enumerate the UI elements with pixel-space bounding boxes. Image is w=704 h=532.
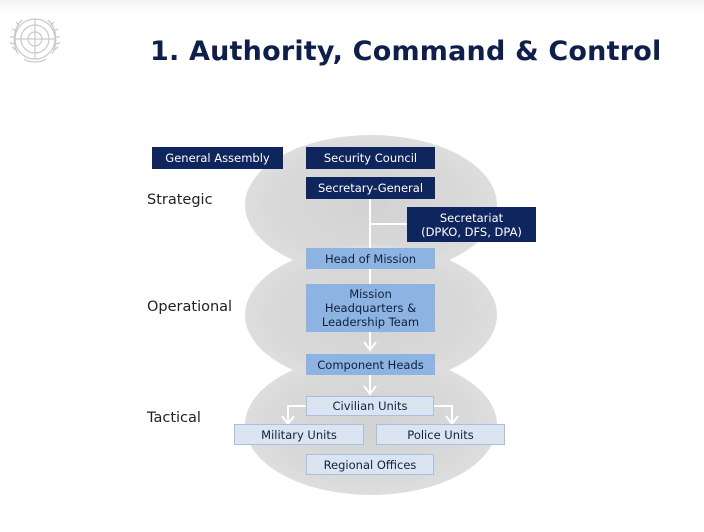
secretariat-label-line1: Secretariat xyxy=(439,210,504,225)
mission-hq-label-line1: Mission xyxy=(349,287,392,301)
police-units-box: Police Units xyxy=(376,424,505,445)
military-units-label: Military Units xyxy=(261,427,337,442)
mission-headquarters-box: Mission Headquarters & Leadership Team xyxy=(306,284,435,332)
civilian-units-label: Civilian Units xyxy=(332,399,408,413)
level-operational: Operational xyxy=(147,299,233,315)
mission-hq-label-line3: Leadership Team xyxy=(321,315,420,329)
mission-hq-label-line2: Headquarters & xyxy=(324,301,417,315)
secretariat-label-line2: (DPKO, DFS, DPA) xyxy=(421,224,522,239)
regional-offices-label: Regional Offices xyxy=(323,457,417,472)
general-assembly-box: General Assembly xyxy=(152,147,283,169)
level-strategic: Strategic xyxy=(147,192,213,208)
secretariat-box: Secretariat (DPKO, DFS, DPA) xyxy=(407,207,536,242)
police-units-label: Police Units xyxy=(407,427,474,442)
secretary-general-label: Secretary-General xyxy=(317,181,424,195)
military-units-box: Military Units xyxy=(234,424,364,445)
regional-offices-box: Regional Offices xyxy=(306,454,434,475)
un-emblem-icon xyxy=(9,18,61,63)
head-of-mission-box: Head of Mission xyxy=(306,248,435,269)
head-of-mission-label: Head of Mission xyxy=(324,251,417,266)
component-heads-box: Component Heads xyxy=(306,354,435,375)
general-assembly-label: General Assembly xyxy=(165,151,270,165)
slide-title: 1. Authority, Command & Control xyxy=(150,36,662,67)
security-council-label: Security Council xyxy=(323,151,418,165)
security-council-box: Security Council xyxy=(306,147,435,169)
component-heads-label: Component Heads xyxy=(317,357,424,372)
secretary-general-box: Secretary-General xyxy=(306,177,435,199)
civilian-units-box: Civilian Units xyxy=(306,396,434,416)
level-tactical: Tactical xyxy=(147,410,201,426)
